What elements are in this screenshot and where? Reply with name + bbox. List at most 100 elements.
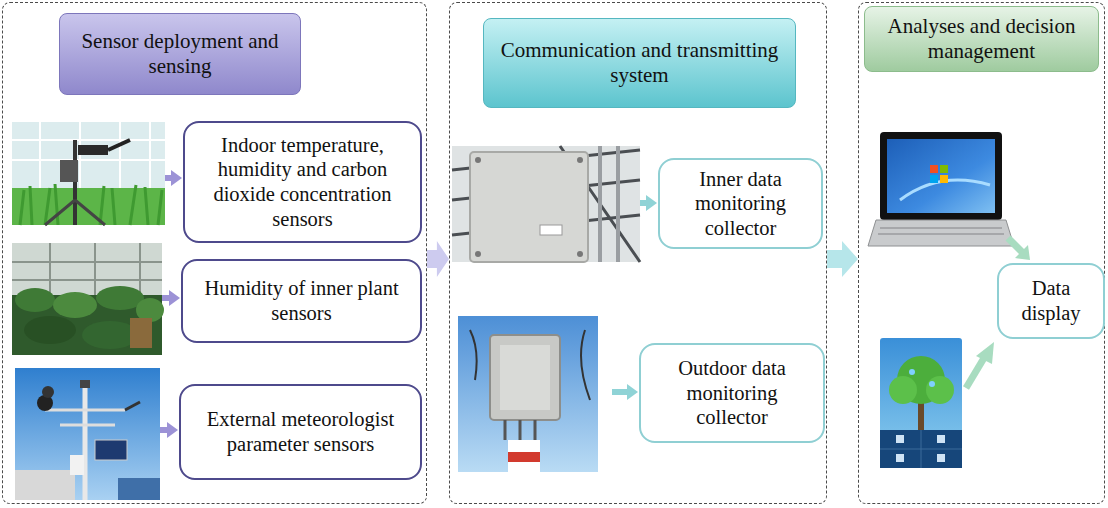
process-box: External meteorologist parameter sensors — [179, 384, 422, 480]
collector-photo — [452, 146, 640, 262]
small-arrow-part — [966, 358, 984, 388]
sensor-photo-part — [12, 122, 165, 225]
weather-station-photo-part — [125, 402, 140, 410]
plant-photo-part — [130, 318, 152, 348]
panel-title: Analyses and decision management — [875, 14, 1088, 64]
small-arrow-part — [640, 200, 647, 206]
phone-icon-part — [937, 454, 945, 462]
small-arrow-part — [1008, 238, 1022, 252]
outdoor-collector-photo-part — [500, 345, 550, 410]
phone-icon-part — [909, 369, 915, 375]
process-box: Inner data monitoring collector — [658, 158, 823, 249]
panel-header: Sensor deployment and sensing — [59, 13, 301, 95]
small-arrow — [966, 342, 994, 388]
small-arrow-part — [169, 290, 180, 306]
weather-station-photo-part — [45, 410, 125, 425]
phone-icon-part — [937, 435, 945, 443]
outdoor-collector-photo-part — [508, 440, 540, 472]
stage-panel: Communication and transmitting systemInn… — [449, 2, 827, 504]
small-arrow-part — [1015, 245, 1030, 260]
sensor-photo-part — [20, 184, 162, 225]
small-arrow-part — [627, 384, 638, 400]
small-arrow — [640, 195, 657, 211]
plant-photo-part — [82, 321, 138, 349]
collector-photo-part — [470, 152, 588, 262]
collector-photo-part — [577, 251, 583, 257]
laptop-icon-part — [930, 175, 938, 183]
weather-station-photo-part — [15, 368, 160, 500]
box-label: Indoor temperature, humidity and carbon … — [193, 133, 412, 231]
small-arrow-part — [612, 389, 628, 395]
laptop-icon-part — [940, 165, 948, 173]
phone-icon-part — [926, 376, 954, 404]
process-box: Humidity of inner plant sensors — [181, 259, 422, 343]
phone-icon-part — [896, 454, 904, 462]
small-arrow-part — [162, 295, 170, 301]
weather-station-photo-part — [80, 380, 90, 388]
box-label: External meteorologist parameter sensors — [189, 407, 412, 456]
sensor-photo — [12, 122, 165, 225]
laptop-icon-part — [930, 165, 938, 173]
flow-arrow — [427, 241, 449, 277]
panel-header: Analyses and decision management — [864, 6, 1099, 72]
panel-title: Sensor deployment and sensing — [70, 29, 290, 79]
small-arrow-part — [976, 342, 994, 364]
weather-station-photo — [15, 368, 160, 500]
plant-photo-part — [24, 316, 76, 344]
stage-panel: Analyses and decision managementData dis… — [858, 2, 1105, 504]
phone-icon-part — [880, 338, 962, 468]
phone-icon-part — [929, 381, 935, 387]
plant-photo — [12, 243, 164, 355]
small-arrow-part — [160, 427, 168, 433]
small-arrow-part — [167, 422, 178, 438]
collector-photo-part — [577, 157, 583, 163]
sensor-photo-part — [45, 200, 105, 225]
weather-station-photo-part — [118, 478, 160, 500]
collector-photo-part — [600, 146, 618, 262]
collector-photo-part — [540, 225, 562, 235]
small-arrow — [612, 384, 638, 400]
outdoor-collector-photo-part — [505, 420, 535, 440]
laptop-icon — [868, 132, 1014, 246]
small-arrow — [160, 422, 178, 438]
box-label: Inner data monitoring collector — [668, 167, 813, 241]
weather-station-photo-part — [15, 470, 75, 500]
sensor-photo-part — [12, 188, 165, 225]
plant-photo-part — [15, 288, 55, 312]
laptop-icon-part — [868, 220, 1014, 246]
laptop-icon-part — [880, 132, 1002, 220]
sensor-photo-part — [78, 145, 108, 155]
phone-icon-part — [896, 435, 904, 443]
plant-photo-part — [12, 243, 162, 355]
small-arrow — [165, 170, 182, 186]
outdoor-collector-photo-part — [508, 452, 540, 462]
plant-photo-part — [53, 292, 97, 318]
panel-title: Communication and transmitting system — [494, 38, 785, 88]
small-arrow — [1008, 238, 1030, 260]
sensor-photo-part — [73, 140, 77, 225]
box-label: Humidity of inner plant sensors — [191, 276, 412, 325]
collector-photo-part — [452, 146, 640, 262]
process-box: Outdoor data monitoring collector — [639, 343, 825, 443]
outdoor-collector-photo-part — [458, 316, 598, 472]
collector-photo-part — [475, 157, 481, 163]
phone-icon-part — [889, 376, 917, 404]
flow-arrow — [827, 241, 858, 277]
laptop-icon-part — [940, 175, 948, 183]
box-label: Data display — [1007, 276, 1095, 325]
small-arrow-part — [165, 175, 172, 181]
phone-icon-part — [880, 430, 962, 468]
weather-station-photo-part — [42, 386, 54, 398]
panel-header: Communication and transmitting system — [483, 18, 796, 108]
phone-icon — [880, 338, 962, 468]
collector-photo-part — [452, 146, 640, 262]
outdoor-collector-photo-part — [490, 335, 560, 420]
weather-station-photo-part — [83, 385, 88, 500]
weather-station-photo-part — [95, 440, 127, 460]
small-arrow — [162, 290, 180, 306]
laptop-icon-part — [878, 228, 1004, 234]
stage-panel: Sensor deployment and sensingIndoor temp… — [2, 2, 427, 504]
process-box: Indoor temperature, humidity and carbon … — [183, 121, 422, 243]
laptop-icon-part — [887, 139, 995, 213]
